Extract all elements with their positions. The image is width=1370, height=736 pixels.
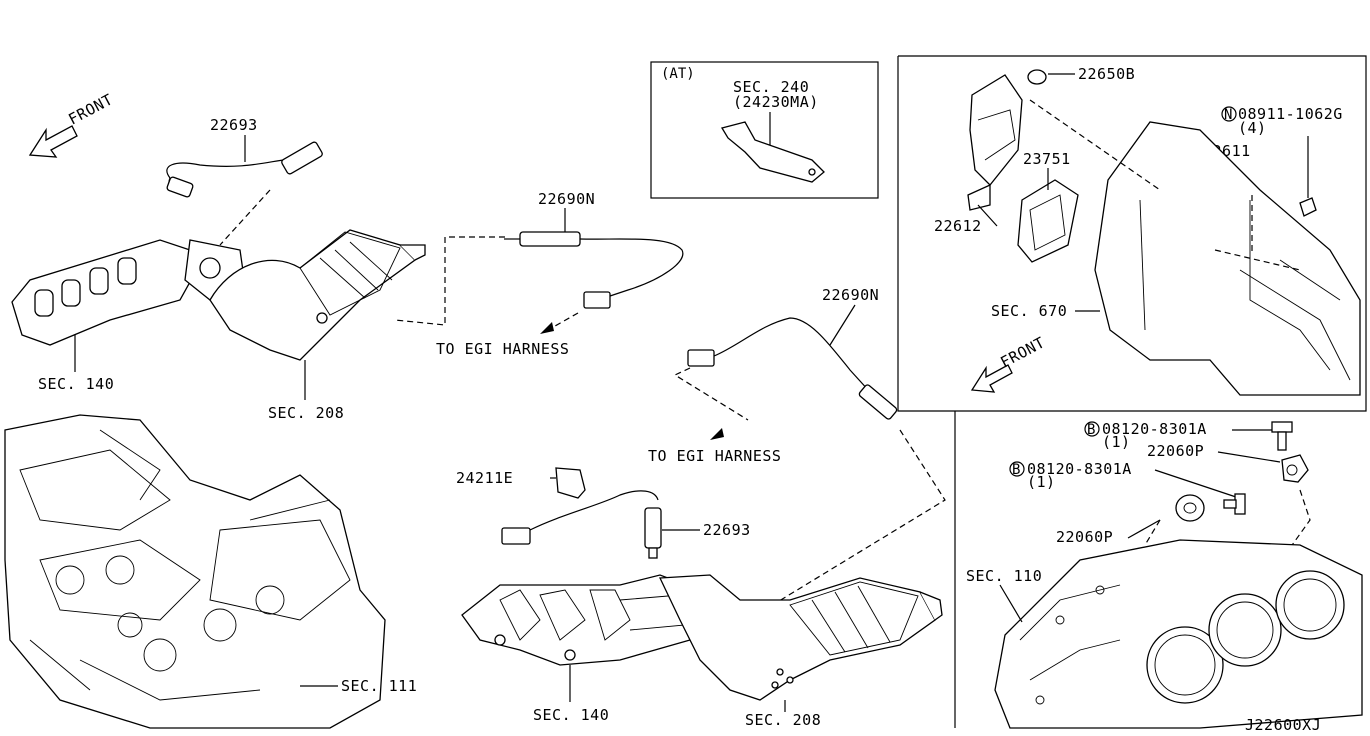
body-panel-sec670 [1094, 121, 1361, 396]
front-arrow-right-icon [970, 364, 1013, 393]
oxygen-sensor-22693-top [166, 135, 323, 198]
bracket-24211e [555, 467, 586, 499]
part-24211e: 24211E [456, 469, 513, 487]
to-egi-harness-top: TO EGI HARNESS [436, 340, 569, 358]
oxygen-sensor-22690n-top [504, 208, 684, 309]
leader-08120-b [1154, 469, 1246, 501]
part-22693-top: 22693 [210, 116, 258, 134]
bolt-08120-b-icon [1223, 493, 1246, 515]
bolt-08911-icon [1299, 136, 1317, 217]
knock-sensor-22060p-b [1175, 494, 1205, 522]
sec208-bot: SEC. 208 [745, 711, 821, 729]
leader-22612 [977, 204, 998, 227]
b-symbol-1-icon [1084, 421, 1100, 437]
at-inset-frame [650, 61, 879, 199]
n-symbol: N [1224, 107, 1232, 123]
catalytic-converter-bottom [658, 574, 943, 701]
egi-arrow-top-line [547, 312, 579, 331]
qty-08911: (4) [1238, 119, 1267, 137]
n-symbol-icon [1221, 106, 1237, 122]
b-symbol-1: B [1087, 422, 1095, 438]
sec111-label: SEC. 111 [341, 677, 417, 695]
b-symbol-2-icon [1009, 461, 1025, 477]
leader-22060p-a-dash [1259, 489, 1311, 591]
front-label-right: FRONT [997, 333, 1048, 371]
oxygen-sensor-22693-mid [501, 490, 700, 559]
nut-22650b-icon [1027, 69, 1047, 85]
part-08911-1062g: 08911-1062G [1238, 105, 1343, 123]
diagram-id: J22600XJ [1245, 716, 1321, 734]
to-egi-harness-mid: TO EGI HARNESS [648, 447, 781, 465]
part-22060p-b: 22060P [1056, 528, 1113, 546]
leader-ecm-dash [1214, 249, 1301, 271]
leader-22060p-b-dash [1144, 519, 1161, 546]
leader-22690n-mid-dash [714, 429, 946, 641]
sec208-top: SEC. 208 [268, 404, 344, 422]
at-label: (AT) [661, 66, 695, 82]
catalytic-converter-top [209, 229, 426, 361]
sec140-bot: SEC. 140 [533, 706, 609, 724]
part-22690n-mid: 22690N [822, 286, 879, 304]
ecm-bracket-22612 [967, 74, 1023, 211]
engine-block-sec110 [994, 539, 1363, 729]
exhaust-manifold-top [11, 239, 246, 346]
part-08120-8301a-b: 08120-8301A [1027, 460, 1132, 478]
leader-sec110 [999, 584, 1023, 623]
leader-egi-mid-dash [673, 367, 749, 421]
part-23751: 23751 [1023, 150, 1071, 168]
part-22693-mid: 22693 [703, 521, 751, 539]
qty-08120-a: (1) [1102, 433, 1131, 451]
part-22690n-top: 22690N [538, 190, 595, 208]
part-22612: 22612 [934, 217, 982, 235]
sec670-label: SEC. 670 [991, 302, 1067, 320]
egi-arrow-mid-icon [710, 428, 724, 440]
knock-sensor-22060p-a [1281, 454, 1309, 483]
exhaust-manifold-bottom [461, 574, 701, 666]
egi-arrow-top-icon [540, 322, 554, 334]
module-23751 [1017, 179, 1079, 263]
part-22650b: 22650B [1078, 65, 1135, 83]
oxygen-sensor-22690n-mid [687, 304, 898, 420]
leader-22690n-top-dash [394, 236, 505, 326]
ecm-panel-frame [897, 55, 1367, 412]
leader-22693-top [219, 189, 271, 246]
leader-22060p-b [1127, 519, 1161, 539]
leader-22650b-dash [1029, 99, 1161, 191]
sec140-top: SEC. 140 [38, 375, 114, 393]
part-24230ma: (24230MA) [733, 93, 819, 111]
bolt-08120-a-icon [1271, 421, 1293, 451]
part-08120-8301a-a: 08120-8301A [1102, 420, 1207, 438]
b-symbol-2: B [1012, 462, 1020, 478]
bracket-24230ma [720, 112, 825, 183]
engine-head-sec111 [4, 414, 386, 729]
sec110-label: SEC. 110 [966, 567, 1042, 585]
leader-22060p-a [1217, 451, 1281, 463]
sec240-label: SEC. 240 [733, 78, 809, 96]
part-22060p-a: 22060P [1147, 442, 1204, 460]
front-arrow-left-icon [28, 125, 78, 158]
front-label-left: FRONT [65, 90, 116, 128]
qty-08120-b: (1) [1027, 473, 1056, 491]
